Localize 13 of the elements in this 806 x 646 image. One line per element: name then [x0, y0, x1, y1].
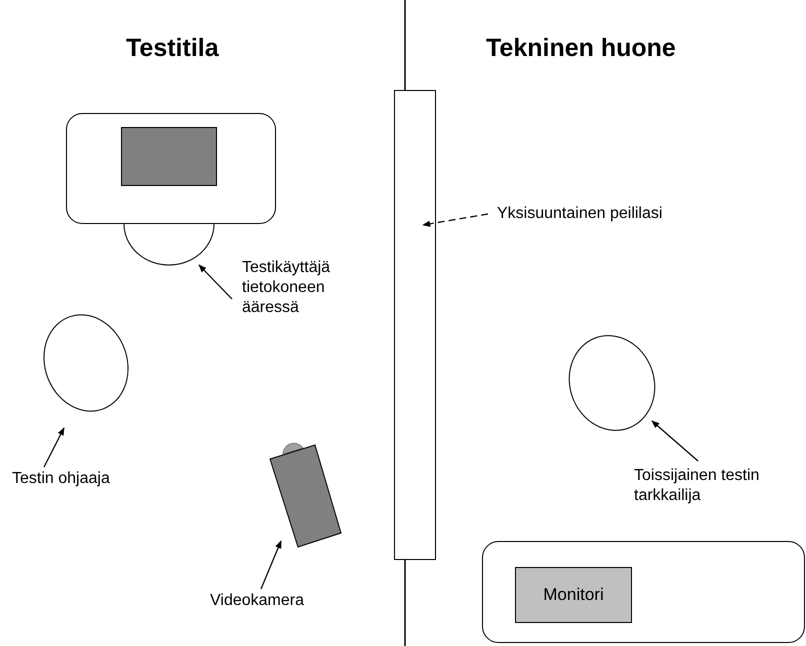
leader-line: [422, 213, 488, 227]
monitor-label: Monitori: [543, 585, 604, 605]
callout-text: Videokamera: [210, 591, 305, 611]
callout-text: Yksisuuntainen peililasi: [497, 204, 664, 224]
leader-line: [198, 264, 232, 300]
leader-line: [260, 540, 282, 590]
room-title: Tekninen huone: [486, 34, 676, 63]
leader-line: [651, 420, 698, 462]
callout-text: Toissijainen testin tarkkailija: [634, 466, 760, 506]
room-title: Testitila: [126, 34, 219, 63]
leader-line: [43, 427, 65, 468]
callout-text: Testikäyttäjä tietokoneen ääressä: [242, 258, 332, 318]
callout-text: Testin ohjaaja: [12, 469, 111, 489]
